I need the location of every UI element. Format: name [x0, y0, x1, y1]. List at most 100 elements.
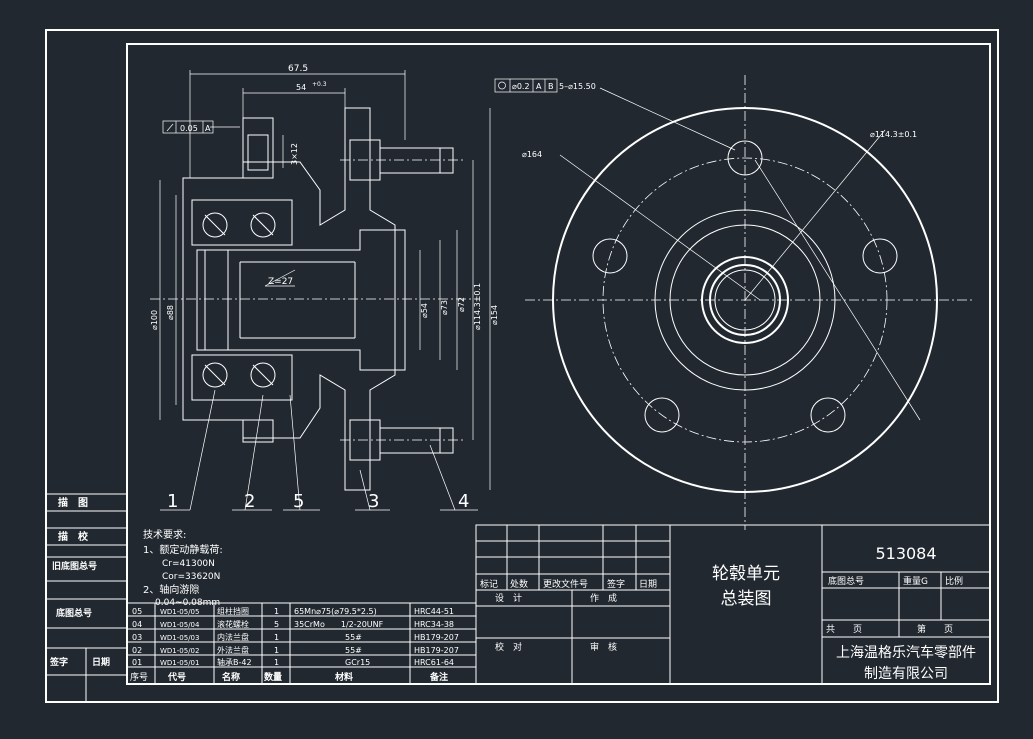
- bom-cell-code: WD1-05/04: [160, 621, 200, 629]
- total-pages-label: 共 页: [826, 624, 862, 635]
- company-line1: 上海温格乐汽车零部件: [836, 644, 976, 661]
- left-table-base-label: 底图总号: [56, 607, 92, 619]
- balloon-3: 3: [368, 491, 379, 512]
- tech-req-item1: 1、额定动静载荷:: [143, 543, 223, 556]
- balloon-1: 1: [167, 491, 178, 512]
- scale-label: 比例: [945, 575, 963, 587]
- left-table-draw-label: 描 图: [58, 496, 88, 509]
- drawing-title-line1: 轮毂单元: [712, 564, 780, 584]
- balloon-2: 2: [244, 491, 255, 512]
- bom-cell-no: 04: [132, 620, 142, 629]
- tech-req-cr: Cr=41300N: [162, 559, 215, 569]
- bom-header-note: 备注: [429, 671, 448, 683]
- bom-cell-note: HRC61-64: [414, 658, 454, 667]
- balloon-5: 5: [293, 491, 304, 512]
- rev-place-label: 处数: [510, 578, 528, 590]
- bom-cell-qty: 1: [274, 607, 279, 616]
- drawing-number: 513084: [875, 544, 936, 563]
- pcd-label: ⌀114.3±0.1: [870, 130, 917, 139]
- balloon-4: 4: [458, 491, 469, 512]
- rev-mark-label: 标记: [480, 578, 498, 590]
- part-balloons: 1 2 5 3 4: [160, 389, 478, 512]
- left-table-date-label: 日期: [92, 656, 110, 668]
- bom-cell-name: 外法兰盘: [217, 645, 249, 655]
- bom-cell-code: WD1-05/03: [160, 634, 199, 642]
- bom-cell-code: WD1-05/05: [160, 608, 199, 616]
- bom-cell-note: HRC44-51: [414, 607, 454, 616]
- bom-header-name: 名称: [222, 671, 240, 683]
- dim-bearing-width: 54: [296, 83, 306, 92]
- drawing-title-line2: 总装图: [721, 589, 772, 609]
- bom-cell-no: 01: [132, 658, 142, 667]
- position-frame-value: ⌀0.2: [512, 82, 530, 91]
- title-block: 标记 处数 更改文件号 签字 日期 设 计 作 成 校 对 审 核 轮毂单元 总…: [475, 524, 991, 685]
- bom-cell-mat: 35CrMo 1/2-20UNF: [294, 620, 384, 629]
- left-table-old-base-label: 旧底图总号: [52, 560, 97, 572]
- bom-header-code: 代号: [167, 671, 186, 683]
- bom-cell-note: HB179-207: [414, 646, 459, 655]
- rev-sign-label: 签字: [607, 578, 625, 590]
- bom-cell-qty: 1: [274, 646, 279, 655]
- dim-overall-width: 67.5: [288, 64, 308, 74]
- technical-requirements: 技术要求: 1、额定动静载荷: Cr=41300N Cor=33620N 2、轴…: [143, 528, 223, 608]
- tol-frame-left-datum: A: [205, 124, 211, 133]
- bom-cell-qty: 5: [274, 620, 279, 629]
- position-frame-datum-b: B: [548, 82, 554, 91]
- weight-label: 重量G: [903, 575, 928, 587]
- bom-rows: 05 WD1-05/05 组柱挡圈 1 65Mn⌀75(⌀79.5*2.5) HRC44-…: [132, 606, 459, 667]
- dia-164-label: ⌀164: [522, 150, 542, 159]
- dim-dia-154-vertical: ⌀154: [490, 305, 499, 325]
- bom-cell-mat: 55#: [345, 633, 362, 642]
- bom-cell-name: 滚花螺栓: [217, 619, 249, 629]
- left-table-sign-label: 签字: [49, 656, 68, 668]
- tol-frame-left-value: 0.05: [180, 124, 198, 133]
- base-no-label: 底图总号: [828, 575, 864, 587]
- bom-cell-code: WD1-05/02: [160, 647, 199, 655]
- tech-req-cor: Cor=33620N: [162, 572, 220, 582]
- bom-cell-code: WD1-05/01: [160, 659, 199, 667]
- position-frame-datum-a: A: [536, 82, 542, 91]
- bom-cell-note: HB179-207: [414, 633, 459, 642]
- bom-cell-no: 05: [132, 607, 142, 616]
- bom-header-material: 材料: [334, 671, 353, 683]
- section-dimensions: 67.5 54 +0.3 0.05 A 3×12 ⌀100 ⌀88 ⌀54 ⌀7…: [150, 64, 499, 490]
- bom-header-qty: 数量: [264, 671, 282, 683]
- bom-cell-mat: 65Mn⌀75(⌀79.5*2.5): [294, 607, 377, 616]
- make-label: 作 成: [590, 592, 617, 604]
- bom-cell-mat: 55#: [345, 646, 362, 655]
- dim-dia-54: ⌀54: [420, 303, 429, 318]
- rev-date-label: 日期: [639, 579, 657, 590]
- design-label: 设 计: [495, 592, 522, 604]
- holes-spec-label: 5–⌀15.50: [559, 82, 596, 91]
- tooth-count-label: Z=27: [268, 277, 293, 287]
- sheet-no-label: 第 页: [917, 623, 953, 635]
- rev-doc-label: 更改文件号: [543, 578, 588, 590]
- dim-bearing-width-tol: +0.3: [312, 81, 327, 88]
- bom-cell-no: 02: [132, 646, 142, 655]
- review-label: 审 核: [590, 641, 617, 653]
- dim-dia-73: ⌀73: [440, 300, 449, 315]
- left-table-trace-label: 描 校: [58, 530, 89, 543]
- bom-cell-name: 轴承B-42: [217, 657, 252, 667]
- bom-cell-name: 内法兰盘: [217, 632, 249, 642]
- left-side-table: 描 图 描 校 旧底图总号 底图总号 签字 日期: [46, 493, 127, 702]
- bom-cell-qty: 1: [274, 633, 279, 642]
- check-label: 校 对: [495, 641, 522, 653]
- outer-border: [45, 29, 999, 703]
- tech-req-title: 技术要求:: [143, 528, 186, 541]
- bom-cell-name: 组柱挡圈: [217, 606, 249, 616]
- company-line2: 制造有限公司: [864, 666, 948, 682]
- bom-cell-note: HRC34-38: [414, 620, 454, 629]
- bom-header: 序号 代号 名称 数量 材料 备注: [130, 671, 448, 683]
- dim-dia-72: ⌀72: [457, 297, 466, 312]
- dim-bolt-gauge: 3×12: [290, 143, 299, 165]
- bom-cell-qty: 1: [274, 658, 279, 667]
- bom-table: [126, 602, 477, 685]
- dim-dia-100: ⌀100: [150, 310, 159, 330]
- tech-req-item2: 2、轴向游隙: [143, 583, 199, 596]
- bom-header-no: 序号: [130, 671, 148, 683]
- bom-cell-mat: GCr15: [345, 658, 370, 667]
- front-view: ⌀0.2 A B 5–⌀15.50 ⌀164 ⌀114.3±0.1: [494, 75, 975, 530]
- dim-dia-114-vertical: ⌀114.3±0.1: [473, 283, 482, 330]
